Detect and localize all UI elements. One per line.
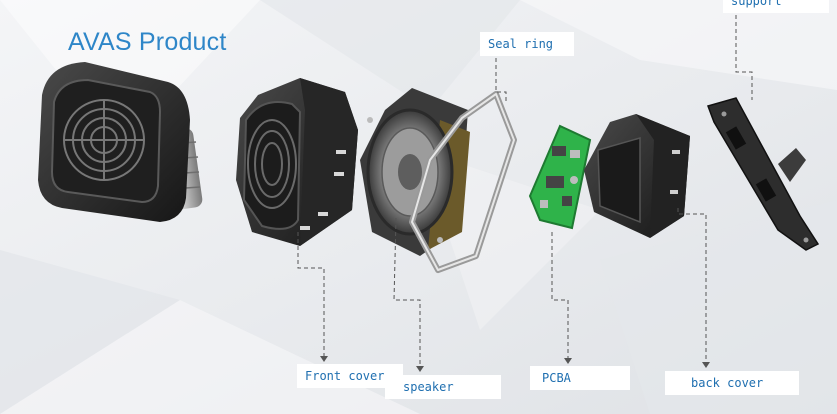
page-title: AVAS Product <box>68 28 227 56</box>
leader-arrowheads <box>320 356 710 372</box>
leader-line-pcba <box>551 232 569 358</box>
label-seal-ring: Seal ring <box>480 32 574 56</box>
seal-ring-part <box>409 91 517 273</box>
speaker-part <box>360 88 470 256</box>
label-speaker: speaker <box>385 375 501 399</box>
support-bracket-part <box>707 97 820 251</box>
leader-line-front-cover <box>297 232 325 356</box>
leader-line-speaker <box>393 217 421 366</box>
pcba-part <box>528 124 592 230</box>
label-support: support <box>723 0 829 13</box>
leader-line-back-cover <box>677 208 707 362</box>
label-pcba: PCBA <box>530 366 630 390</box>
leader-line-support <box>735 8 753 100</box>
leader-lines <box>297 8 753 366</box>
leader-line-seal-ring <box>495 58 507 104</box>
back-cover-part <box>584 114 690 238</box>
label-back-cover: back cover <box>665 371 799 395</box>
front-cover-part <box>236 78 358 246</box>
assembled-avas-unit <box>38 62 203 222</box>
